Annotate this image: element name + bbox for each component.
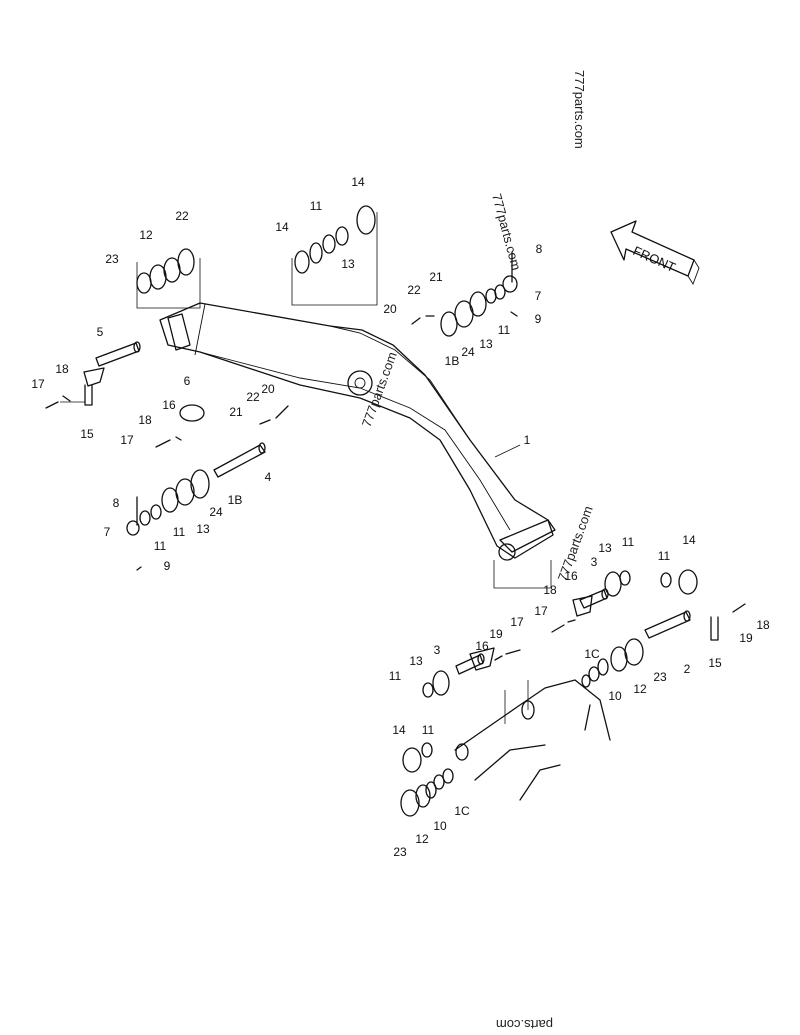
callout-3a: 3 <box>591 555 598 569</box>
washer-group-upper-left <box>136 248 201 309</box>
callout-22d: 23 <box>393 845 407 859</box>
callout-11e: 11 <box>622 535 635 549</box>
callout-16b: 16 <box>564 569 578 583</box>
watermark-boom: 777parts.com <box>359 350 400 429</box>
callout-23b: 24 <box>209 505 223 519</box>
callout-13d: 13 <box>598 541 612 555</box>
callout-11f: 11 <box>658 549 671 563</box>
callout-1b-a: 1C <box>584 647 600 661</box>
callout-7a: 7 <box>535 289 542 303</box>
callout-16a: 16 <box>162 398 176 412</box>
callout-8a: 8 <box>536 242 543 256</box>
callout-2: 2 <box>684 662 691 676</box>
callout-23a: 24 <box>461 345 475 359</box>
callout-12a: 12 <box>139 228 153 242</box>
callout-20a: 21 <box>429 270 443 284</box>
pin-3-upper <box>572 588 609 617</box>
callout-17d: 17 <box>510 615 524 629</box>
callout-13e: 13 <box>409 654 423 668</box>
callout-5: 5 <box>97 325 104 339</box>
callout-11b: 11 <box>498 323 511 337</box>
callout-3b: 3 <box>434 643 441 657</box>
callout-22c: 23 <box>653 670 667 684</box>
callout-14b: 14 <box>275 220 289 234</box>
callout-18c: 18 <box>543 583 557 597</box>
callout-18d: 19 <box>489 627 503 641</box>
callout-10a: 10 <box>608 689 622 703</box>
callout-15b: 15 <box>708 656 722 670</box>
front-label: FRONT <box>631 243 678 275</box>
washer-group-left-lower <box>126 469 210 536</box>
watermark-top: 777parts.com <box>572 70 587 149</box>
callout-24b: 1B <box>228 493 243 507</box>
callout-11a: 11 <box>310 199 323 213</box>
callout-17a: 17 <box>31 377 45 391</box>
callout-14c: 14 <box>682 533 696 547</box>
callout-17e: 18 <box>756 618 770 632</box>
callout-8b: 8 <box>113 496 120 510</box>
callout-19b: 20 <box>261 382 275 396</box>
callout-6: 6 <box>184 374 191 388</box>
callout-11d: 11 <box>173 525 186 539</box>
callout-16c: 16 <box>475 639 489 653</box>
callout-17c: 17 <box>534 604 548 618</box>
callout-22a: 22 <box>175 209 189 223</box>
pin-4 <box>213 442 266 478</box>
callout-18b: 18 <box>138 413 152 427</box>
callout-13c: 13 <box>196 522 210 536</box>
callout-22b: 23 <box>105 252 119 266</box>
callout-14a: 14 <box>351 175 365 189</box>
callout-14d: 14 <box>392 723 406 737</box>
callout-18a: 18 <box>55 362 69 376</box>
callout-1: 1 <box>524 433 531 447</box>
small-hardware <box>45 311 746 661</box>
callout-20b: 21 <box>229 405 243 419</box>
washer-group-upper-middle <box>291 205 378 306</box>
callout-15a: 15 <box>80 427 94 441</box>
callout-13a: 13 <box>341 257 355 271</box>
callout-12c: 12 <box>415 832 429 846</box>
callout-21a: 22 <box>407 283 421 297</box>
callout-4: 4 <box>265 470 272 484</box>
callout-10b: 10 <box>433 819 447 833</box>
pin-2 <box>644 610 719 641</box>
callouts: 1 2 3 3 4 5 6 7 7 8 8 9 9 10 10 11 11 11… <box>31 175 770 859</box>
callout-18e: 19 <box>739 631 753 645</box>
boom-body <box>159 302 556 561</box>
callout-9a: 9 <box>535 312 542 326</box>
callout-13b: 13 <box>479 337 493 351</box>
watermark-bottom: parts.com <box>496 1017 553 1032</box>
callout-12b: 12 <box>633 682 647 696</box>
pin-5 <box>60 341 141 406</box>
callout-24a: 1B <box>445 354 460 368</box>
callout-11h: 11 <box>422 723 435 737</box>
callout-11c: 11 <box>154 539 167 553</box>
callout-17b: 17 <box>120 433 134 447</box>
front-arrow-icon: FRONT <box>610 220 700 286</box>
arm-bracket-lower <box>454 560 611 801</box>
washer-group-upper-right <box>440 251 518 337</box>
washer-group-lower-left <box>400 670 454 817</box>
callout-11g: 11 <box>389 669 402 683</box>
callout-21b: 22 <box>246 390 260 404</box>
watermark-mid: 777parts.com <box>489 192 524 272</box>
callout-9b: 9 <box>164 559 171 573</box>
pin-3-lower <box>455 647 495 675</box>
washer-group-right <box>581 569 698 688</box>
callout-1b-b: 1C <box>454 804 470 818</box>
callout-19a: 20 <box>383 302 397 316</box>
callout-7b: 7 <box>104 525 111 539</box>
